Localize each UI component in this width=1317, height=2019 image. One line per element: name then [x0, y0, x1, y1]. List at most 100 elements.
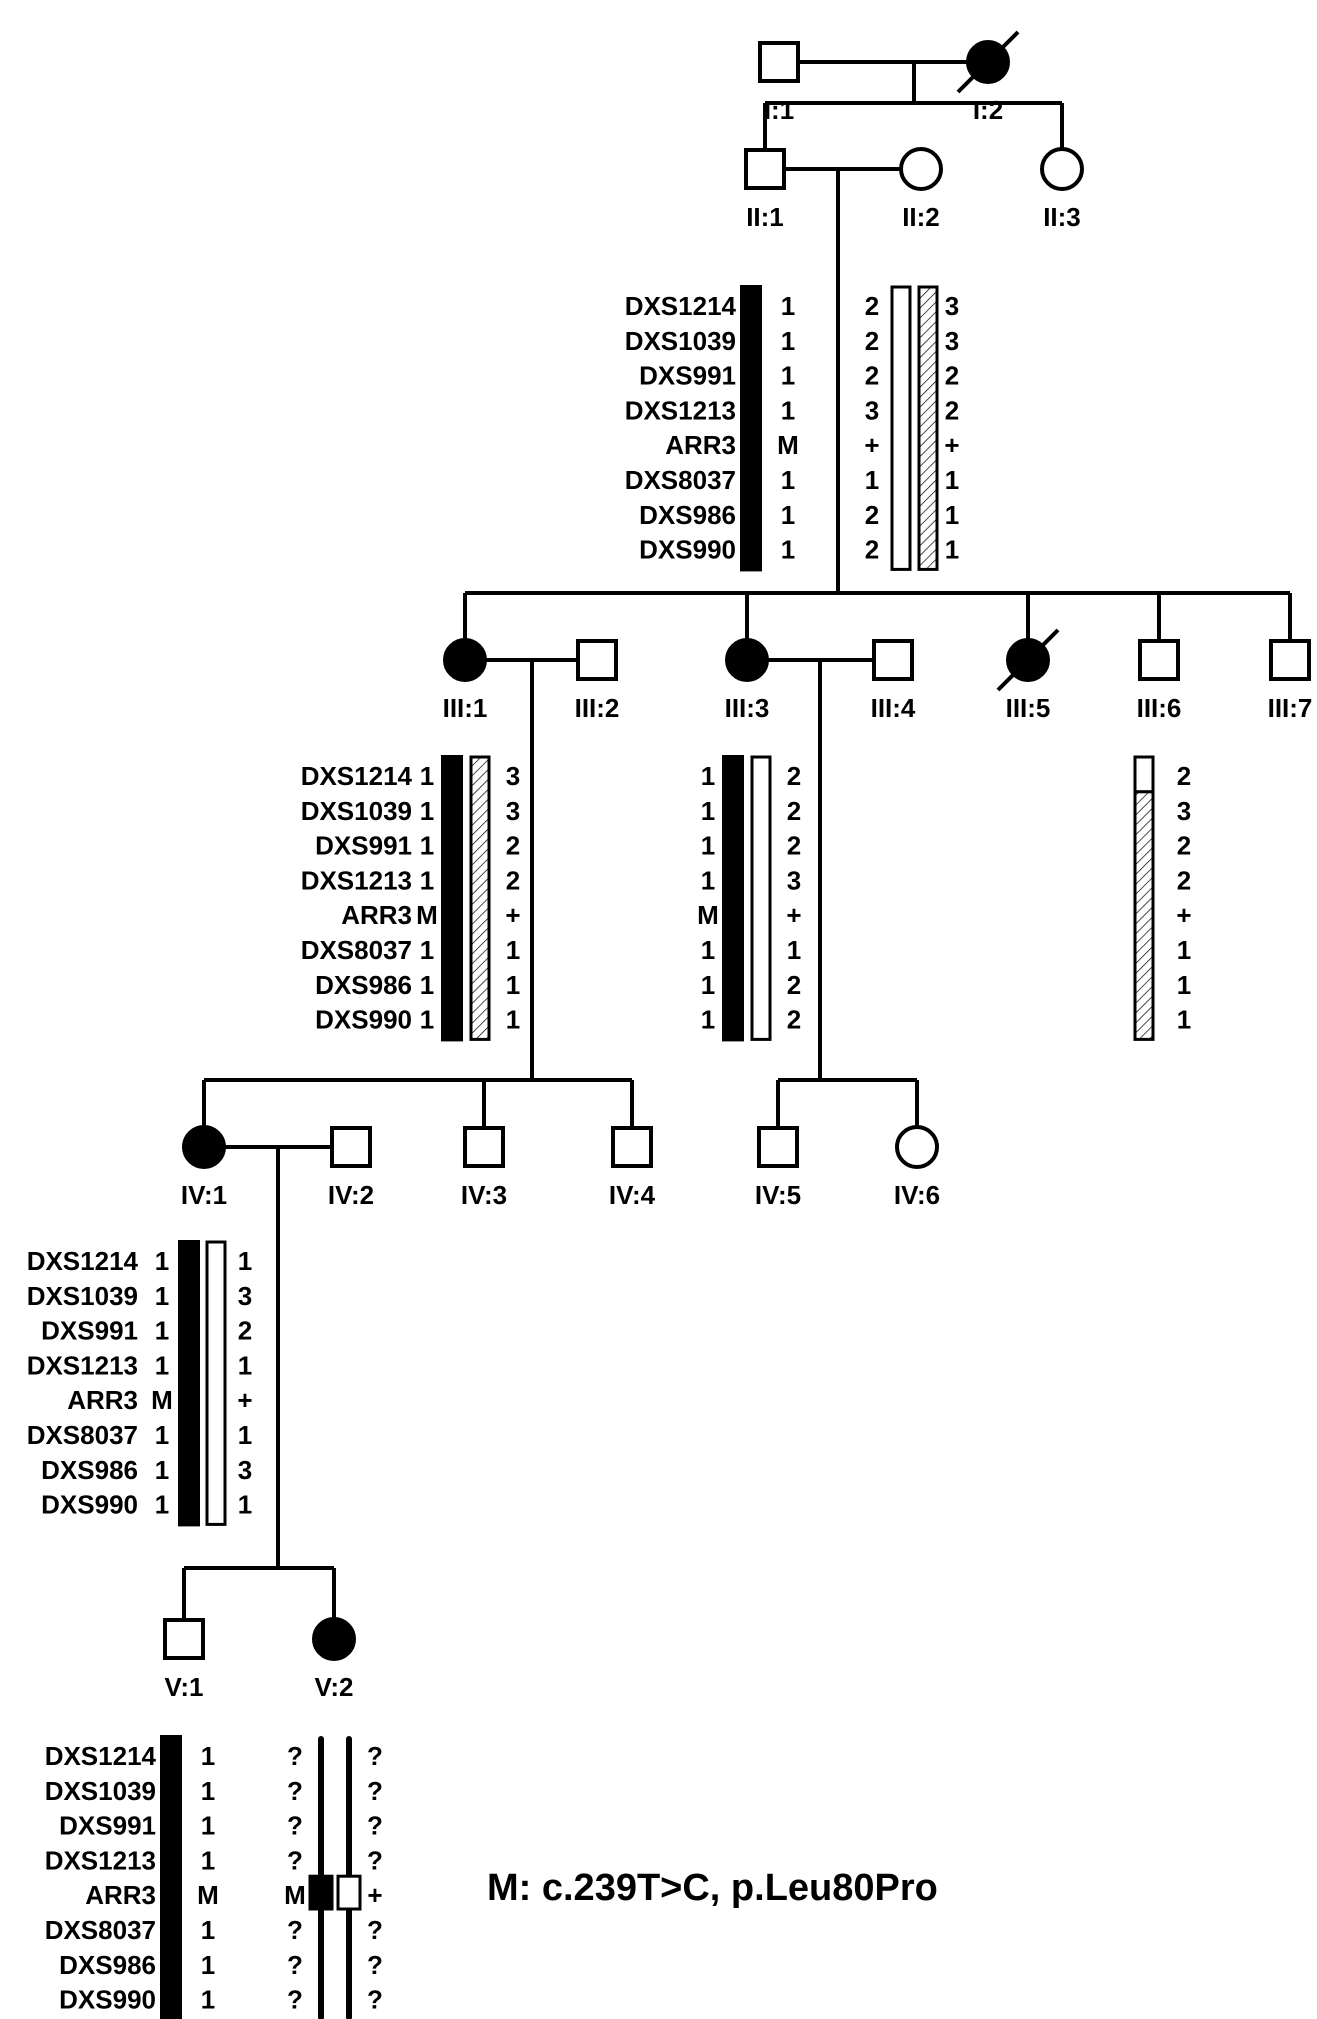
haplotype-bar-solid: [722, 755, 744, 1042]
marker-name: DXS1039: [45, 1776, 156, 1806]
haplotype-v-2: ????M???????+???: [284, 1736, 383, 2019]
marker-name: DXS991: [41, 1316, 138, 1346]
marker-name: DXS986: [639, 500, 736, 530]
allele-value: 1: [201, 1845, 215, 1875]
female-circle-icon: [182, 1125, 226, 1169]
male-square-icon: [463, 1126, 505, 1168]
allele-value: M: [197, 1880, 219, 1910]
marker-name: ARR3: [85, 1880, 156, 1910]
allele-value: 2: [865, 291, 879, 321]
allele-value: 1: [155, 1246, 169, 1276]
allele-value: 2: [787, 1005, 801, 1035]
allele-value: 1: [155, 1316, 169, 1346]
allele-value: 1: [201, 1950, 215, 1980]
marker-name: DXS8037: [27, 1420, 138, 1450]
individual-ii-2: II:2: [899, 147, 943, 232]
allele-value: 2: [945, 395, 959, 425]
allele-value: 1: [420, 831, 434, 861]
allele-value: 1: [201, 1776, 215, 1806]
male-square-icon: [330, 1126, 372, 1168]
haplotype-bar-open: [890, 285, 912, 571]
individual-iv-1: IV:1: [181, 1125, 227, 1210]
haplotype-bar-hatched: [917, 285, 939, 571]
allele-value: 1: [781, 395, 795, 425]
allele-value: 1: [945, 465, 959, 495]
marker-name: ARR3: [665, 430, 736, 460]
allele-value: +: [237, 1385, 252, 1415]
male-square-icon: [757, 1126, 799, 1168]
allele-value: 1: [420, 865, 434, 895]
male-square-icon: [744, 148, 786, 190]
individual-ii-3: II:3: [1040, 147, 1084, 232]
haplotype-bar-solid: [160, 1735, 182, 2019]
allele-value: 3: [506, 761, 520, 791]
allele-value: 1: [1177, 935, 1191, 965]
allele-value: ?: [287, 1741, 303, 1771]
allele-value: 2: [787, 831, 801, 861]
allele-value: 3: [238, 1281, 252, 1311]
arr3-allele-box: [308, 1874, 334, 1911]
allele-value: 1: [420, 935, 434, 965]
allele-value: 1: [781, 326, 795, 356]
deceased-slash-icon: [956, 30, 1020, 94]
marker-name: DXS990: [59, 1985, 156, 2015]
allele-value: 1: [945, 535, 959, 565]
marker-name: DXS1039: [301, 796, 412, 826]
deceased-slash-icon: [996, 628, 1060, 692]
individual-iii-2: III:2: [575, 639, 620, 723]
allele-value: 1: [155, 1350, 169, 1380]
female-circle-icon: [443, 638, 487, 682]
haplotype-v-1: DXS1214DXS1039DXS991DXS1213ARR3DXS8037DX…: [45, 1735, 219, 2019]
individual-label: III:4: [871, 693, 916, 723]
allele-value: 2: [865, 326, 879, 356]
allele-value: 2: [865, 361, 879, 391]
allele-value: 1: [1177, 1005, 1191, 1035]
allele-value: ?: [367, 1950, 383, 1980]
allele-value: M: [697, 900, 719, 930]
female-circle-icon: [895, 1125, 939, 1169]
marker-name: DXS1214: [301, 761, 413, 791]
individual-label: IV:3: [461, 1180, 507, 1210]
allele-value: 1: [1177, 970, 1191, 1000]
allele-value: 1: [201, 1741, 215, 1771]
individual-label: III:7: [1268, 693, 1313, 723]
allele-value: 1: [420, 970, 434, 1000]
individual-label: I:2: [973, 95, 1003, 125]
individual-iv-2: IV:2: [328, 1126, 374, 1210]
allele-value: ?: [367, 1985, 383, 2015]
haplotype-bar-hatched-segment: [1133, 790, 1155, 1041]
allele-value: 2: [1177, 831, 1191, 861]
allele-value: 1: [701, 796, 715, 826]
allele-value: 1: [787, 935, 801, 965]
allele-value: 3: [506, 796, 520, 826]
allele-value: 1: [781, 465, 795, 495]
male-square-icon: [1138, 639, 1180, 681]
allele-value: 1: [238, 1246, 252, 1276]
allele-value: 1: [201, 1915, 215, 1945]
marker-name: DXS986: [315, 970, 412, 1000]
allele-value: 1: [155, 1455, 169, 1485]
allele-value: 3: [787, 865, 801, 895]
allele-value: +: [505, 900, 520, 930]
allele-value: ?: [367, 1776, 383, 1806]
haplotype-bar-open: [205, 1240, 227, 1526]
allele-value: M: [151, 1385, 173, 1415]
allele-value: 1: [865, 465, 879, 495]
individual-label: III:2: [575, 693, 620, 723]
allele-value: 1: [701, 935, 715, 965]
individual-iv-5: IV:5: [755, 1126, 801, 1210]
allele-value: 2: [945, 361, 959, 391]
allele-value: 1: [701, 831, 715, 861]
male-square-icon: [1269, 639, 1311, 681]
allele-value: ?: [367, 1811, 383, 1841]
marker-name: DXS8037: [301, 935, 412, 965]
haplotype-bar-open-segment: [1133, 755, 1155, 794]
allele-value: 1: [701, 1005, 715, 1035]
individual-iv-6: IV:6: [894, 1125, 940, 1210]
individual-label: I:1: [764, 95, 794, 125]
allele-value: ?: [287, 1985, 303, 2015]
allele-value: ?: [287, 1845, 303, 1875]
